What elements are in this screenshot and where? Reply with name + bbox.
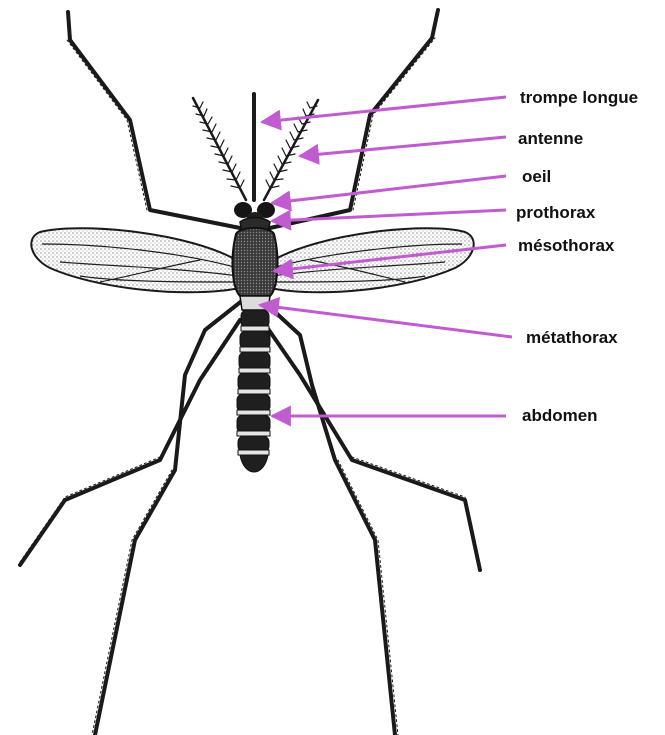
- middle-leg-left: [95, 300, 243, 735]
- front-leg-left: [68, 12, 240, 228]
- middle-leg-right: [262, 300, 395, 735]
- thorax: [233, 218, 278, 311]
- metathorax-shape: [240, 296, 270, 310]
- arrow-oeil: [272, 176, 506, 203]
- label-oeil: oeil: [522, 167, 551, 186]
- label-mesothorax: mésothorax: [518, 236, 615, 255]
- label-antenne: antenne: [518, 129, 583, 148]
- arrow-prothorax: [272, 210, 506, 221]
- arrow-antenne: [300, 137, 506, 156]
- label-metathorax: métathorax: [526, 328, 618, 347]
- labels: trompe longue antenne oeil prothorax més…: [516, 88, 638, 425]
- hind-leg-left: [20, 320, 240, 565]
- mesothorax-shape: [233, 228, 278, 296]
- label-trompe-longue: trompe longue: [520, 88, 638, 107]
- antenna-left: [193, 98, 246, 200]
- label-prothorax: prothorax: [516, 203, 596, 222]
- abdomen: [237, 310, 270, 472]
- wing-left: [31, 228, 240, 292]
- label-abdomen: abdomen: [522, 406, 598, 425]
